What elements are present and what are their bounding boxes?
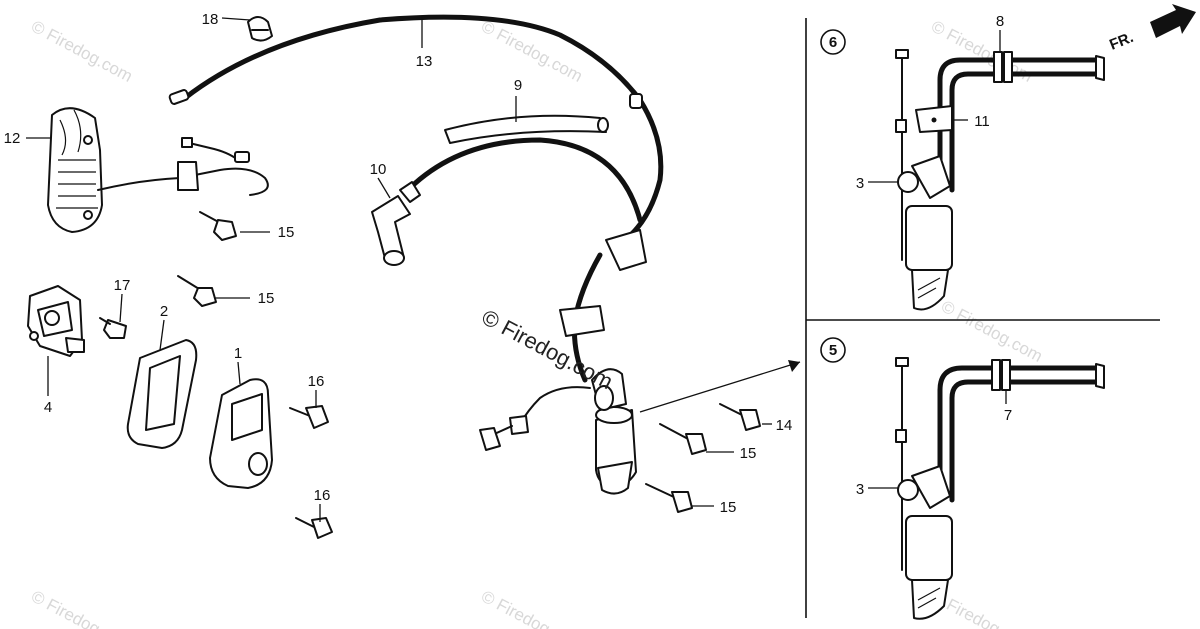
bolt-15-c	[659, 423, 707, 455]
callout-8: 8	[996, 13, 1004, 30]
callout-18: 18	[202, 11, 219, 28]
part-12-exciter-coil	[47, 107, 269, 233]
bolt-15-a	[199, 211, 237, 241]
watermark-layer: © Firedog.com © Firedog.com © Firedog.co…	[28, 17, 1046, 629]
callout-13: 13	[416, 53, 433, 70]
callout-3-b: 3	[856, 481, 864, 498]
variant-5-number: 5	[829, 342, 837, 359]
variant-frames	[805, 18, 1160, 618]
bolt-16-b	[295, 517, 333, 539]
variant-6-badge: 6	[820, 29, 846, 55]
callout-15-d: 15	[720, 499, 737, 516]
watermark-text: © Firedog.com	[938, 297, 1046, 366]
leader-lines	[26, 16, 1007, 522]
callout-12: 12	[4, 130, 21, 147]
part-10-plug-cap	[371, 181, 421, 266]
watermark-text: © Firedog.com	[478, 587, 586, 629]
callout-16-a: 16	[308, 373, 325, 390]
callout-14: 14	[776, 417, 793, 434]
variant-5-badge: 5	[820, 337, 846, 363]
callout-16-b: 16	[314, 487, 331, 504]
part-9-tube	[444, 114, 609, 144]
direction-label: FR.	[1107, 29, 1136, 54]
callout-4: 4	[44, 399, 52, 416]
part-13-wire	[168, 14, 664, 243]
variant-6-drawing	[895, 49, 1105, 311]
part-2-gasket	[126, 339, 198, 449]
callout-11: 11	[974, 113, 990, 130]
bolt-15-b	[177, 275, 217, 307]
callout-3-a: 3	[856, 175, 864, 192]
callout-15-c: 15	[740, 445, 757, 462]
watermark-text: © Firedog.com	[28, 17, 136, 86]
callout-1: 1	[234, 345, 242, 362]
variant-6-number: 6	[829, 34, 837, 51]
callout-labels: 18 13 9 12 10 15 15 17 2 1 4 16 16 14 15…	[4, 11, 1013, 516]
part-18-wire-clip	[247, 16, 273, 42]
high-tension-cord	[407, 137, 643, 223]
part-1-cover	[209, 378, 273, 489]
bolt-14	[719, 403, 761, 431]
watermark-text: © Firedog.com	[28, 587, 136, 629]
part-17-small-bolt	[99, 317, 127, 339]
bolt-15-d	[645, 483, 693, 513]
callout-17: 17	[114, 277, 131, 294]
callout-15-b: 15	[258, 290, 275, 307]
callout-7: 7	[1004, 407, 1012, 424]
part-4-ignition-switch	[27, 285, 85, 357]
callout-9: 9	[514, 77, 522, 94]
callout-10: 10	[370, 161, 387, 178]
callout-15-a: 15	[278, 224, 295, 241]
front-direction-indicator: FR.	[1107, 4, 1196, 54]
variant-5-drawing	[895, 357, 1105, 620]
ignition-coil-assembly	[479, 229, 801, 495]
bolt-16-a	[289, 405, 329, 429]
callout-2: 2	[160, 303, 168, 320]
